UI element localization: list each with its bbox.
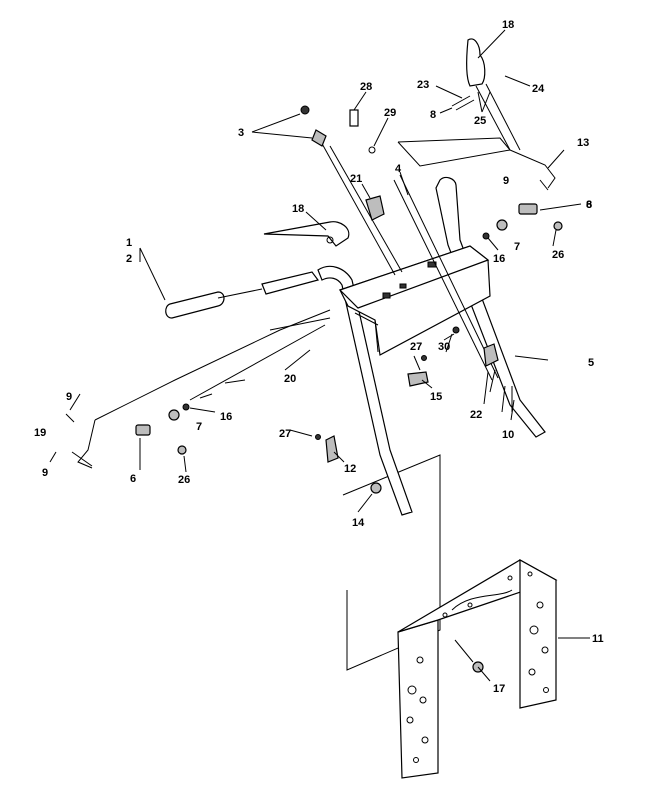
label-18-left: 18 [292, 203, 304, 215]
label-15: 15 [430, 391, 442, 403]
label-30: 30 [438, 341, 450, 353]
label-20: 20 [284, 373, 296, 385]
label-16-left: 16 [220, 411, 232, 423]
leader-lines [49, 29, 590, 639]
label-28: 28 [360, 81, 372, 93]
label-6-right: 6 [586, 199, 592, 211]
label-16-right: 16 [493, 253, 505, 265]
label-26-right: 26 [552, 249, 564, 261]
part-labels: 1 2 3 4 5 6 6 7 7 8 8 9 9 9 10 11 12 13 … [34, 19, 604, 695]
label-5: 5 [588, 357, 594, 369]
label-19: 19 [34, 427, 46, 439]
nut-17 [454, 639, 491, 682]
label-14: 14 [352, 517, 365, 529]
label-21: 21 [350, 173, 362, 185]
label-17: 17 [493, 683, 505, 695]
label-9-left-lower: 9 [42, 467, 48, 479]
shift-lever [263, 221, 350, 247]
label-9-left-upper: 9 [66, 391, 72, 403]
small-parts-top [300, 95, 475, 221]
label-27-left: 27 [279, 428, 291, 440]
handle-frame [165, 176, 546, 516]
label-2: 2 [126, 253, 132, 265]
left-link [71, 309, 331, 469]
label-10: 10 [502, 429, 514, 441]
hardware-right [482, 179, 563, 240]
label-1: 1 [126, 237, 132, 249]
label-8-top: 8 [430, 109, 436, 121]
label-26-left: 26 [178, 474, 190, 486]
label-24: 24 [532, 83, 545, 95]
label-8-right: 8 [586, 199, 592, 211]
small-parts-mid [199, 326, 513, 494]
hardware-left [65, 403, 190, 455]
label-25: 25 [474, 115, 486, 127]
shift-handle-top [466, 38, 556, 189]
label-22: 22 [470, 409, 482, 421]
label-3: 3 [238, 127, 244, 139]
label-29: 29 [384, 107, 396, 119]
label-7-right: 7 [514, 241, 520, 253]
label-11: 11 [592, 633, 604, 645]
label-18-top: 18 [502, 19, 514, 31]
label-27-right: 27 [410, 341, 422, 353]
label-12: 12 [344, 463, 356, 475]
label-7-left: 7 [196, 421, 202, 433]
mounting-bracket [342, 454, 558, 779]
label-23: 23 [417, 79, 429, 91]
label-9-top-right: 9 [503, 175, 509, 187]
label-6-left: 6 [130, 473, 136, 485]
label-13: 13 [577, 137, 589, 149]
control-panel [338, 245, 491, 356]
label-4: 4 [395, 163, 402, 175]
linkage-rods [189, 137, 511, 401]
